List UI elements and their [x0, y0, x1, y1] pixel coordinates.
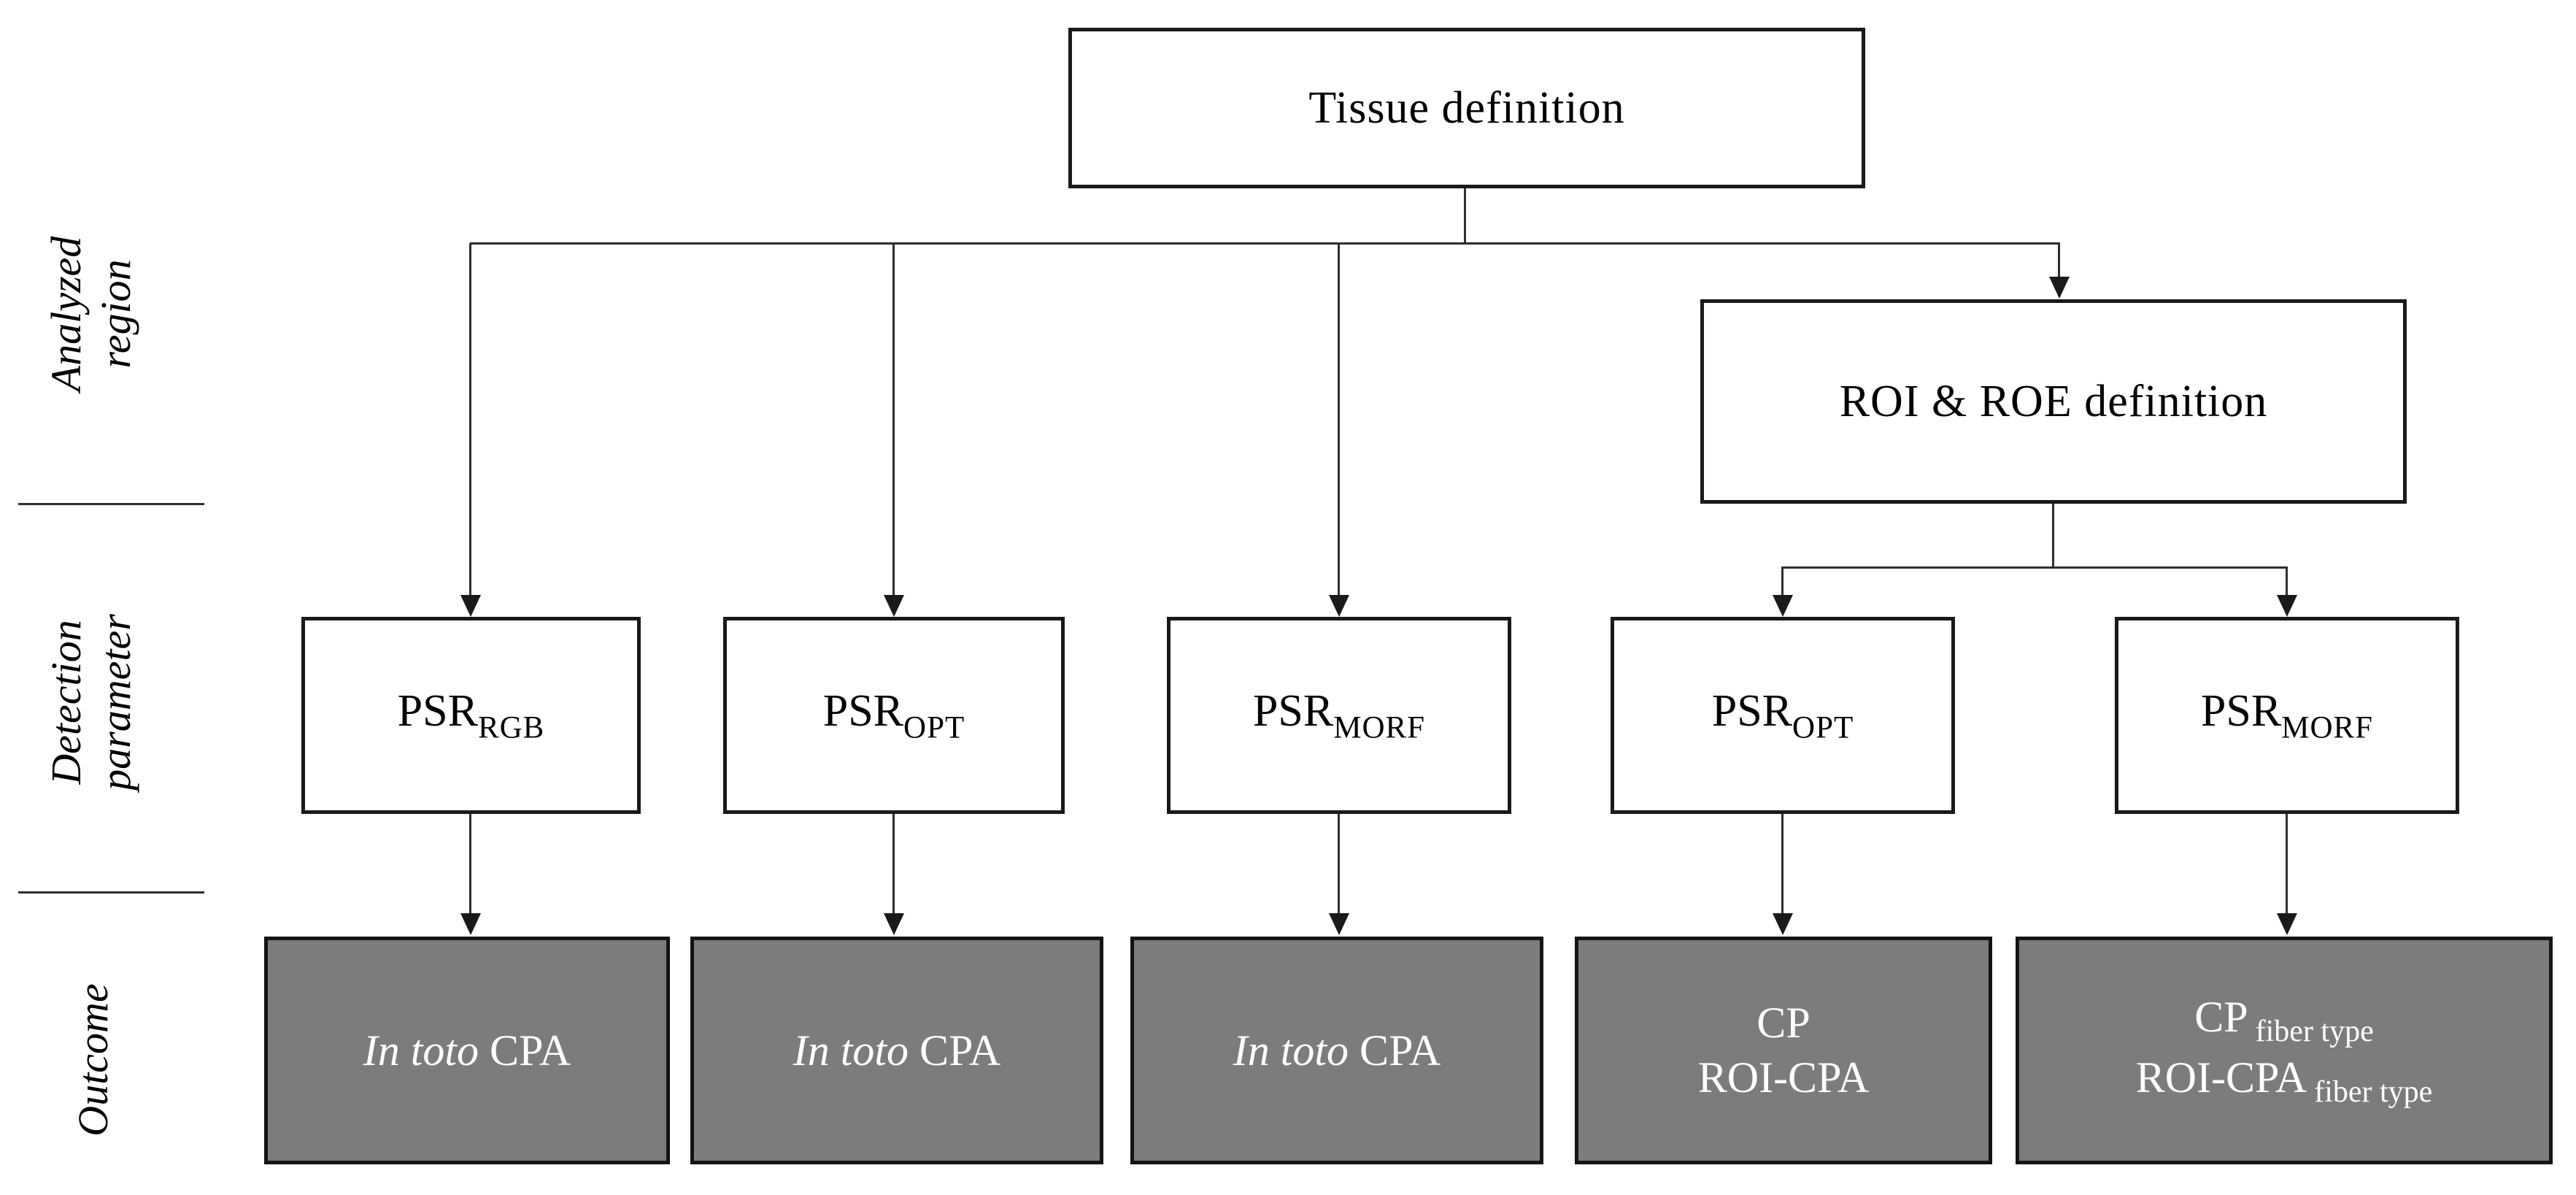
outcome-text: CP: [2194, 992, 2248, 1041]
row-label-detection-parameter: Detection parameter: [33, 556, 150, 848]
connector-line: [892, 814, 895, 913]
arrow-down-icon: [1773, 913, 1793, 935]
arrow-down-icon: [1329, 595, 1349, 617]
node-psr-morf-toto: PSRMORF: [1167, 617, 1511, 814]
psr-subscript-text: MORF: [2281, 710, 2374, 745]
arrow-down-icon: [1773, 595, 1793, 617]
connector-line: [1338, 814, 1340, 913]
connector-line: [2286, 567, 2288, 595]
connector-line: [1338, 243, 1340, 595]
row-divider-1: [18, 503, 204, 505]
node-outcome-in-toto-cpa-2: In toto CPA: [690, 937, 1103, 1164]
psr-label: PSRMORF: [2201, 685, 2373, 745]
psr-subscript-text: MORF: [1333, 710, 1426, 745]
psr-label: PSROPT: [823, 685, 965, 745]
connector-line: [1781, 814, 1783, 913]
arrow-down-icon: [460, 595, 481, 617]
outcome-italic-text: In toto: [793, 1026, 909, 1075]
node-tissue-definition-label: Tissue definition: [1308, 82, 1625, 133]
node-psr-opt-toto: PSROPT: [723, 617, 1065, 814]
psr-subscript-text: OPT: [903, 710, 965, 745]
node-roi-roe-definition: ROI & ROE definition: [1700, 299, 2407, 504]
node-psr-morf-roi: PSRMORF: [2115, 617, 2459, 814]
outcome-subscript-text: fiber type: [2314, 1075, 2433, 1109]
connector-line: [470, 242, 2060, 245]
outcome-italic-text: In toto: [1233, 1026, 1349, 1075]
connector-line: [1464, 188, 1466, 244]
psr-main-text: PSR: [2200, 685, 2282, 736]
psr-label: PSRMORF: [1253, 685, 1425, 745]
outcome-text: ROI-CPA: [2135, 1053, 2307, 1102]
psr-subscript-text: RGB: [477, 710, 545, 745]
psr-label: PSRRGB: [398, 685, 545, 745]
connector-line: [2286, 814, 2288, 913]
row-label-analyzed-line1: Analyzed: [42, 236, 90, 392]
node-psr-rgb: PSRRGB: [301, 617, 641, 814]
psr-label: PSROPT: [1712, 685, 1854, 745]
connector-line: [1781, 566, 2288, 569]
outcome-text: CPA: [490, 1026, 571, 1075]
outcome-line2: ROI-CPA: [1697, 1053, 1870, 1102]
psr-main-text: PSR: [1252, 685, 1334, 736]
arrow-down-icon: [884, 913, 904, 935]
row-divider-2: [18, 891, 204, 894]
outcome-italic-text: In toto: [363, 1026, 479, 1075]
outcome-text: CPA: [919, 1026, 1001, 1075]
row-label-analyzed-region: Analyzed region: [33, 182, 150, 445]
node-outcome-in-toto-cpa-3: In toto CPA: [1130, 937, 1543, 1164]
row-label-detection-line2: parameter: [92, 614, 139, 791]
psr-main-text: PSR: [397, 685, 478, 736]
row-label-detection-line1: Detection: [42, 620, 90, 785]
outcome-label: In toto CPA: [793, 1023, 1001, 1078]
connector-line: [892, 243, 895, 595]
node-roi-roe-definition-label: ROI & ROE definition: [1839, 376, 2268, 426]
row-label-outcome: Outcome: [61, 943, 126, 1177]
outcome-label: In toto CPA: [1233, 1023, 1441, 1078]
connector-line: [469, 814, 471, 913]
node-outcome-cp-roi-cpa: CP ROI-CPA: [1575, 937, 1992, 1164]
connector-line: [1781, 567, 1783, 595]
node-tissue-definition: Tissue definition: [1068, 28, 1865, 188]
arrow-down-icon: [460, 913, 481, 935]
outcome-label: In toto CPA: [363, 1023, 571, 1078]
outcome-text: CPA: [1360, 1026, 1441, 1075]
outcome-line1: CP: [1756, 999, 1810, 1047]
connector-line: [2058, 243, 2060, 277]
row-label-analyzed-line2: region: [92, 259, 139, 369]
arrow-down-icon: [884, 595, 904, 617]
psr-subscript-text: OPT: [1792, 710, 1854, 745]
psr-main-text: PSR: [1711, 685, 1793, 736]
arrow-down-icon: [2049, 277, 2070, 299]
outcome-subscript-text: fiber type: [2255, 1014, 2374, 1048]
arrow-down-icon: [1329, 913, 1349, 935]
connector-line: [2052, 504, 2054, 568]
arrow-down-icon: [2277, 913, 2297, 935]
node-psr-opt-roi: PSROPT: [1611, 617, 1955, 814]
psr-main-text: PSR: [822, 685, 904, 736]
node-outcome-in-toto-cpa-1: In toto CPA: [264, 937, 670, 1164]
row-label-outcome-text: Outcome: [69, 983, 117, 1137]
arrow-down-icon: [2277, 595, 2297, 617]
connector-line: [469, 243, 471, 595]
